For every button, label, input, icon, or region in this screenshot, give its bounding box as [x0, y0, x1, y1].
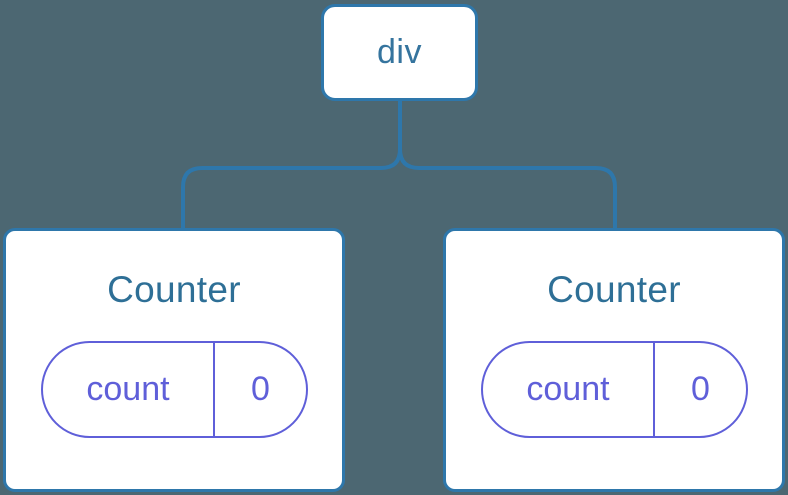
- state-value-cell: 0: [215, 343, 305, 436]
- state-value-label: 0: [251, 370, 270, 408]
- state-pill: count 0: [40, 341, 308, 438]
- root-node-div: div: [321, 4, 478, 101]
- state-key-label: count: [526, 370, 610, 408]
- state-value-label: 0: [691, 370, 710, 408]
- state-key-label: count: [86, 370, 170, 408]
- counter-title: Counter: [547, 269, 681, 310]
- counter-node-right: Counter count 0: [443, 228, 785, 492]
- state-key-cell: count: [483, 343, 656, 436]
- counter-title: Counter: [107, 269, 241, 310]
- state-key-cell: count: [43, 343, 216, 436]
- connector-right-branch: [398, 101, 617, 230]
- root-node-label: div: [377, 33, 422, 71]
- connector-left-branch: [181, 101, 402, 230]
- state-value-cell: 0: [655, 343, 745, 436]
- state-pill: count 0: [480, 341, 748, 438]
- counter-node-left: Counter count 0: [3, 228, 345, 492]
